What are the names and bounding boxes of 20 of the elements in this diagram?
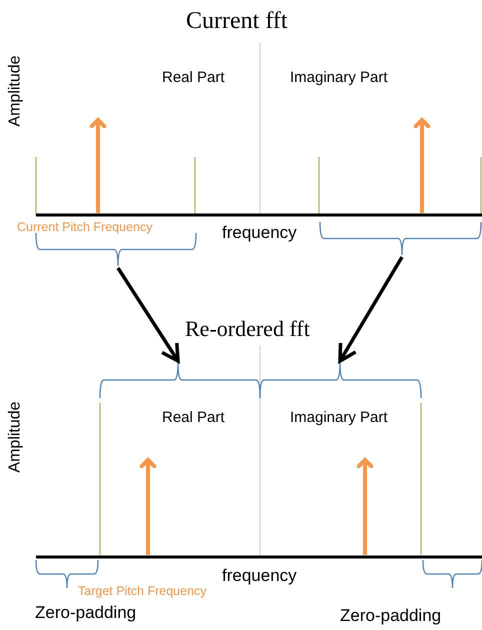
frequency-marker-label: Current Pitch Frequency [17, 220, 152, 234]
section-label: Real Part [162, 69, 225, 86]
curly-brace [100, 362, 260, 398]
axis-label: Amplitude [6, 55, 25, 127]
axis-label: frequency [222, 223, 297, 243]
padding-label: Zero-padding [340, 606, 442, 626]
padding-label: Zero-padding [35, 603, 136, 623]
frequency-marker-label: Target Pitch Frequency [78, 584, 207, 598]
section-label: Imaginary Part [290, 69, 388, 86]
section-label: Imaginary Part [290, 409, 388, 426]
curly-brace [320, 222, 481, 255]
axis-label: Amplitude [6, 401, 25, 473]
axis-label: frequency [222, 566, 297, 586]
curly-brace [36, 233, 196, 266]
section-label: Real Part [162, 409, 225, 426]
arrow [116, 267, 180, 363]
section-title: Re-ordered fft [185, 316, 310, 342]
diagram-title: Current fft [186, 8, 288, 35]
curly-brace [260, 362, 421, 398]
arrow [338, 256, 404, 363]
